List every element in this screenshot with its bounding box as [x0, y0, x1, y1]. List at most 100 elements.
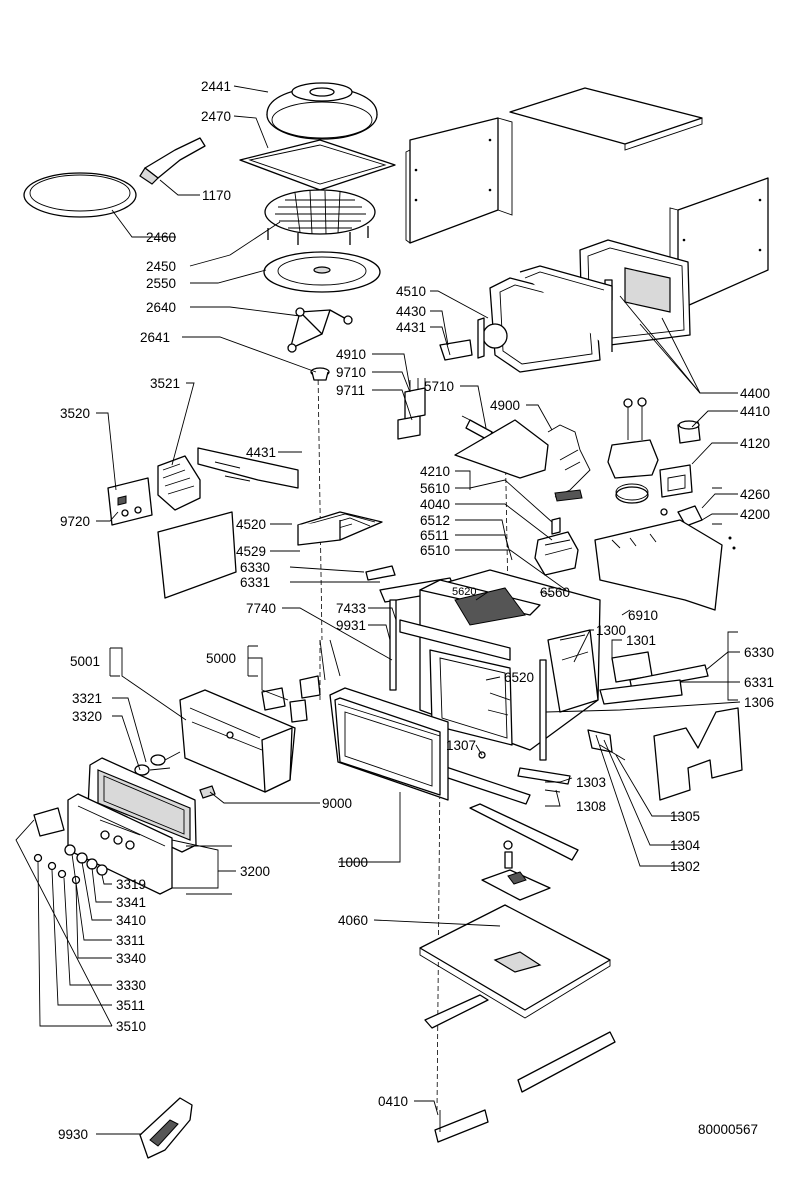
label-2640: 2640: [146, 300, 176, 315]
label-4060: 4060: [338, 913, 368, 928]
label-3521: 3521: [150, 376, 180, 391]
crisp-lid: [266, 82, 378, 140]
heating-element: [297, 511, 383, 546]
interlock-switches: [261, 639, 341, 723]
label-4400: 4400: [740, 386, 770, 401]
label-3410: 3410: [116, 913, 146, 928]
label-1307: 1307: [446, 738, 476, 753]
crisp-plate: [23, 172, 137, 218]
base-rails: [424, 994, 616, 1143]
label-3340: 3340: [116, 951, 146, 966]
label-2550: 2550: [146, 276, 176, 291]
label-1170: 1170: [202, 188, 231, 203]
label-1304: 1304: [670, 838, 701, 853]
label-9930: 9930: [58, 1127, 88, 1142]
label-5000: 5000: [206, 651, 236, 666]
label-2450: 2450: [146, 259, 176, 274]
label-4260: 4260: [740, 487, 770, 502]
crisp-tray: [239, 139, 396, 191]
label-5710: 5710: [424, 379, 454, 394]
cabinet-top-panel: [509, 87, 703, 151]
label-4520: 4520: [236, 517, 266, 532]
label-4210: 4210: [420, 464, 450, 479]
label-9000: 9000: [322, 796, 352, 811]
label-6560: 6560: [540, 585, 570, 600]
turntable-coupler: [310, 367, 330, 381]
grill-rack: [264, 189, 376, 245]
label-5001: 5001: [70, 654, 100, 669]
label-3510: 3510: [116, 1019, 146, 1034]
magnetron-wiring: [454, 419, 591, 502]
capacitor: [659, 464, 693, 498]
door-seal-frames: [489, 265, 613, 373]
insulation-right: [653, 707, 743, 801]
label-1303: 1303: [576, 775, 606, 790]
small-panel-3511: [33, 807, 65, 837]
leader-lines: [15, 85, 741, 1135]
label-1300: 1300: [596, 623, 626, 638]
mica-cover-frame: [157, 455, 201, 511]
part-labels: 2441 2470 1170 2460 2450 2550 2640 2641 …: [58, 79, 774, 1142]
label-4200: 4200: [740, 507, 770, 522]
label-6331-b: 6331: [744, 675, 774, 690]
label-3311: 3311: [116, 933, 145, 948]
label-6910: 6910: [628, 608, 658, 623]
label-7433: 7433: [336, 601, 366, 616]
label-3520: 3520: [60, 406, 90, 421]
insulation-left: [157, 511, 237, 599]
label-4430: 4430: [396, 304, 426, 319]
label-2441: 2441: [201, 79, 231, 94]
fixing-bracket: [197, 447, 299, 489]
transformer: [534, 517, 579, 576]
label-3320: 3320: [72, 709, 102, 724]
label-1305: 1305: [670, 809, 700, 824]
label-1302: 1302: [670, 859, 700, 874]
label-4410: 4410: [740, 404, 770, 419]
rear-cover: [594, 519, 736, 611]
bottom-rails: [469, 803, 579, 869]
label-3200: 3200: [240, 864, 270, 879]
label-4431-b: 4431: [396, 320, 426, 335]
label-5610: 5610: [420, 481, 450, 496]
label-6520: 6520: [504, 670, 534, 685]
thermostat-knob: [677, 420, 701, 444]
group-brackets: [109, 487, 738, 895]
label-1308: 1308: [576, 799, 606, 814]
label-5620: 5620: [452, 586, 476, 598]
control-pcb: [107, 477, 153, 526]
label-6330-b: 6330: [744, 645, 774, 660]
knobs: [33, 844, 108, 885]
label-3330: 3330: [116, 978, 146, 993]
label-6511: 6511: [420, 528, 449, 543]
label-4510: 4510: [396, 284, 426, 299]
fan-motor: [607, 397, 659, 504]
label-4431-a: 4431: [246, 445, 276, 460]
roller-support: [287, 307, 353, 353]
label-4040: 4040: [420, 497, 450, 512]
control-panel-frame: [179, 689, 296, 793]
oven-door: [329, 687, 449, 801]
label-4120: 4120: [740, 436, 770, 451]
control-fascia: [67, 793, 173, 895]
microswitch-group: [397, 378, 426, 440]
label-3511: 3511: [116, 998, 145, 1013]
label-6331-a: 6331: [240, 575, 270, 590]
label-6330-a: 6330: [240, 560, 270, 575]
label-9931: 9931: [336, 618, 366, 633]
label-2470: 2470: [201, 109, 231, 124]
label-6510: 6510: [420, 543, 450, 558]
label-7740: 7740: [246, 601, 276, 616]
label-6512: 6512: [420, 513, 450, 528]
label-1306: 1306: [744, 695, 774, 710]
label-1000: 1000: [338, 855, 368, 870]
label-9711: 9711: [336, 383, 365, 398]
label-3341: 3341: [116, 895, 146, 910]
label-3319: 3319: [116, 877, 146, 892]
cabinet-left-panel: [405, 117, 513, 244]
label-2460: 2460: [146, 230, 176, 245]
right-latch-parts: [539, 651, 709, 761]
label-0410: 0410: [378, 1094, 408, 1109]
turntable-plate: [263, 251, 381, 293]
base-plate: [419, 904, 611, 1019]
door-latch-bar: [389, 599, 511, 691]
